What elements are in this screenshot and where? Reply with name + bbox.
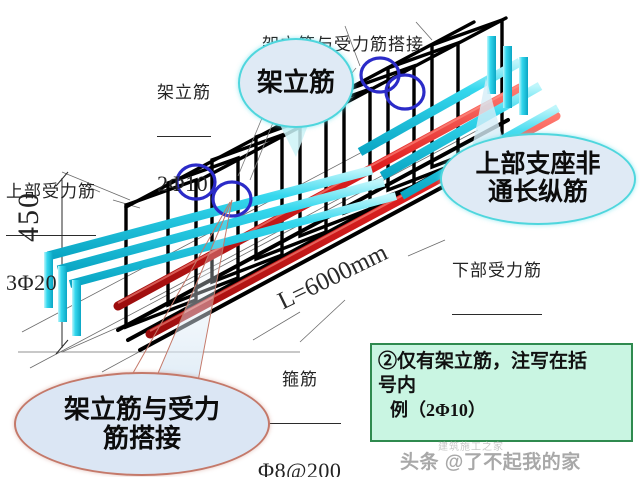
- label-stirrup: 箍筋 Φ8@200: [258, 369, 342, 477]
- callout-lap-splice[interactable]: 架立筋与受力 筋搭接: [14, 372, 270, 476]
- note-line-2: 号内: [378, 375, 417, 397]
- callout-support-line2: 通长纵筋: [487, 179, 588, 206]
- note-line-1: ②仅有架立筋，注写在括: [378, 351, 588, 372]
- label-rule: [157, 136, 211, 138]
- callout-lap-line2: 筋搭接: [102, 424, 181, 453]
- label-erection-bar: 架立筋 2Φ10: [157, 82, 211, 196]
- lap-marker-circles: [175, 56, 426, 218]
- label-rule: [258, 423, 342, 425]
- callout-support-line1: 上部支座非: [475, 151, 601, 178]
- note-line-3: 例（2Φ10）: [390, 399, 486, 420]
- label-top-main-bar: 上部受力筋 3Φ20: [6, 181, 96, 295]
- watermark-sub: 建筑施工之家: [438, 442, 504, 453]
- callout-erection-bar-text: 架立筋: [256, 68, 335, 98]
- watermark: 头条 @了不起我的家: [400, 452, 581, 473]
- callout-lap-line1: 架立筋与受力: [63, 394, 220, 424]
- callout-support-bar[interactable]: 上部支座非 通长纵筋: [440, 133, 636, 225]
- label-rule: [452, 314, 542, 316]
- callout-erection-bar[interactable]: 架立筋: [238, 38, 354, 128]
- note-box: ②仅有架立筋，注写在括 号内 例（2Φ10）: [370, 343, 633, 442]
- label-beam-depth: 450: [12, 191, 45, 242]
